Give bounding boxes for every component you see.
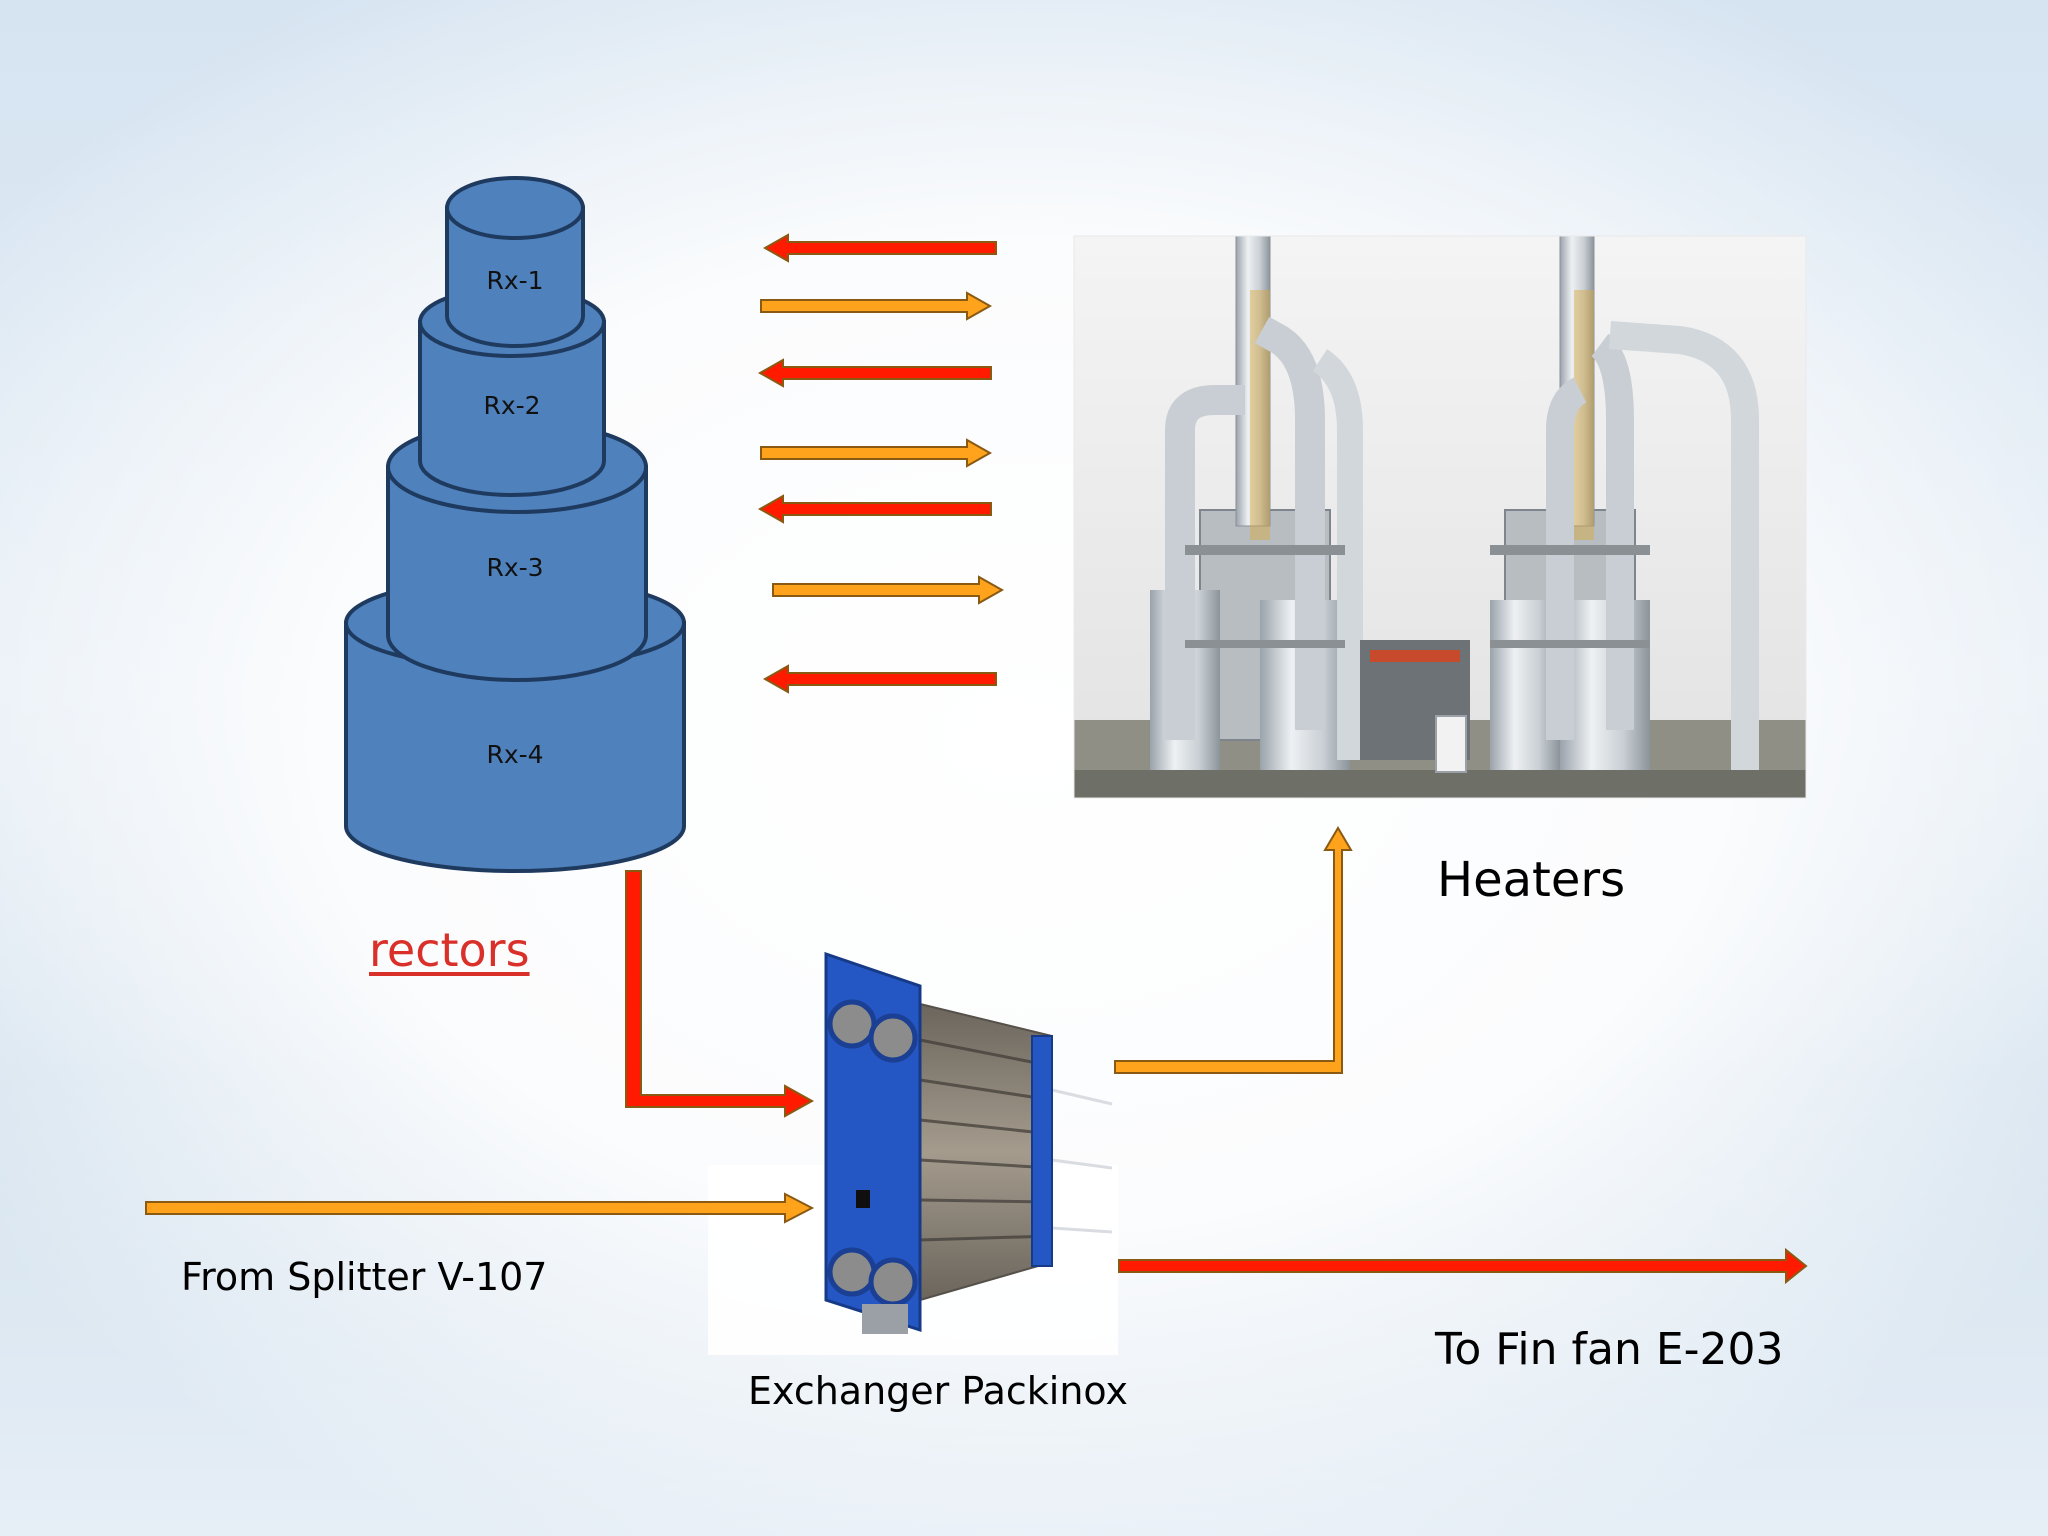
heaters-image [1073, 235, 1807, 799]
rx-3-label: Rx-3 [486, 553, 543, 582]
splitter-feed-line [145, 1192, 815, 1224]
hot-arrow-4 [762, 664, 997, 694]
rx-1-label: Rx-1 [486, 266, 543, 295]
cold-arrow-2 [760, 438, 993, 468]
reactor-stack: Rx-1 Rx-2 Rx-3 Rx-4 [344, 176, 686, 873]
right-furnace [1490, 235, 1759, 770]
fin-fan-line [1118, 1247, 1808, 1285]
hot-arrow-2 [757, 358, 992, 388]
hot-arrow-1 [762, 233, 997, 263]
interstage-arrows [757, 233, 1005, 694]
exchanger-label: Exchanger Packinox [748, 1369, 1128, 1413]
rx-4-label: Rx-4 [486, 740, 543, 769]
heater-feed-line [1114, 826, 1353, 1074]
reactor-rx-1 [445, 176, 585, 348]
reactors-title-link[interactable]: rectors [369, 923, 530, 977]
left-furnace [1150, 235, 1363, 770]
exchanger-image [708, 951, 1118, 1355]
rx-2-label: Rx-2 [483, 391, 540, 420]
cold-arrow-3 [772, 575, 1005, 605]
reactor-effluent-line [625, 870, 815, 1118]
hot-arrow-3 [757, 494, 992, 524]
splitter-inlet-label: From Splitter V-107 [181, 1255, 548, 1299]
fin-fan-outlet-label: To Fin fan E-203 [1435, 1324, 1784, 1375]
cold-arrow-1 [760, 291, 993, 321]
heaters-label: Heaters [1437, 852, 1626, 908]
